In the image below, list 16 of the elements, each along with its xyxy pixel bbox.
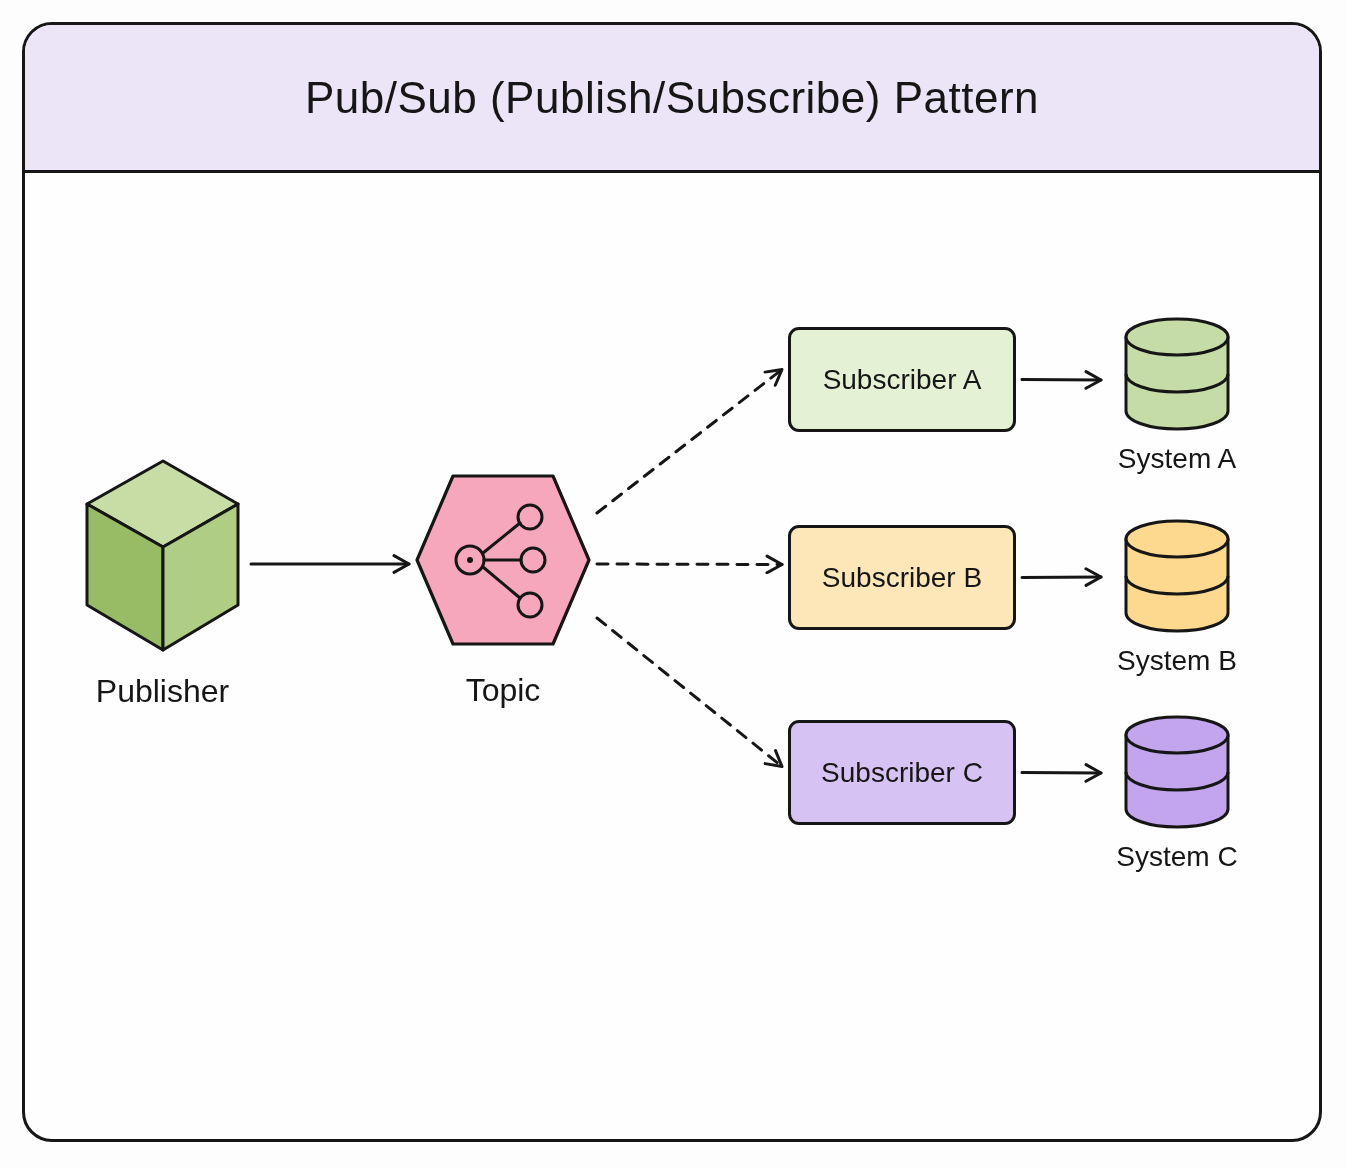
- dashed-arrow: [595, 554, 784, 575]
- arrow: [1020, 370, 1103, 390]
- dashed-arrow: [595, 368, 784, 515]
- node-label: System A: [1117, 442, 1237, 476]
- dashed-arrow: [595, 616, 784, 768]
- node-label: Topic: [465, 671, 541, 710]
- process-box: Subscriber C: [788, 720, 1016, 825]
- process-box: Subscriber B: [788, 525, 1016, 630]
- diagram-title: Pub/Sub (Publish/Subscribe) Pattern: [304, 72, 1040, 123]
- node-label: System C: [1116, 840, 1238, 874]
- node-label: Publisher: [95, 672, 230, 711]
- arrow: [1020, 567, 1103, 587]
- arrow: [1020, 763, 1103, 783]
- arrow: [249, 554, 411, 574]
- process-box: Subscriber A: [788, 327, 1016, 432]
- node-label: System B: [1117, 644, 1237, 678]
